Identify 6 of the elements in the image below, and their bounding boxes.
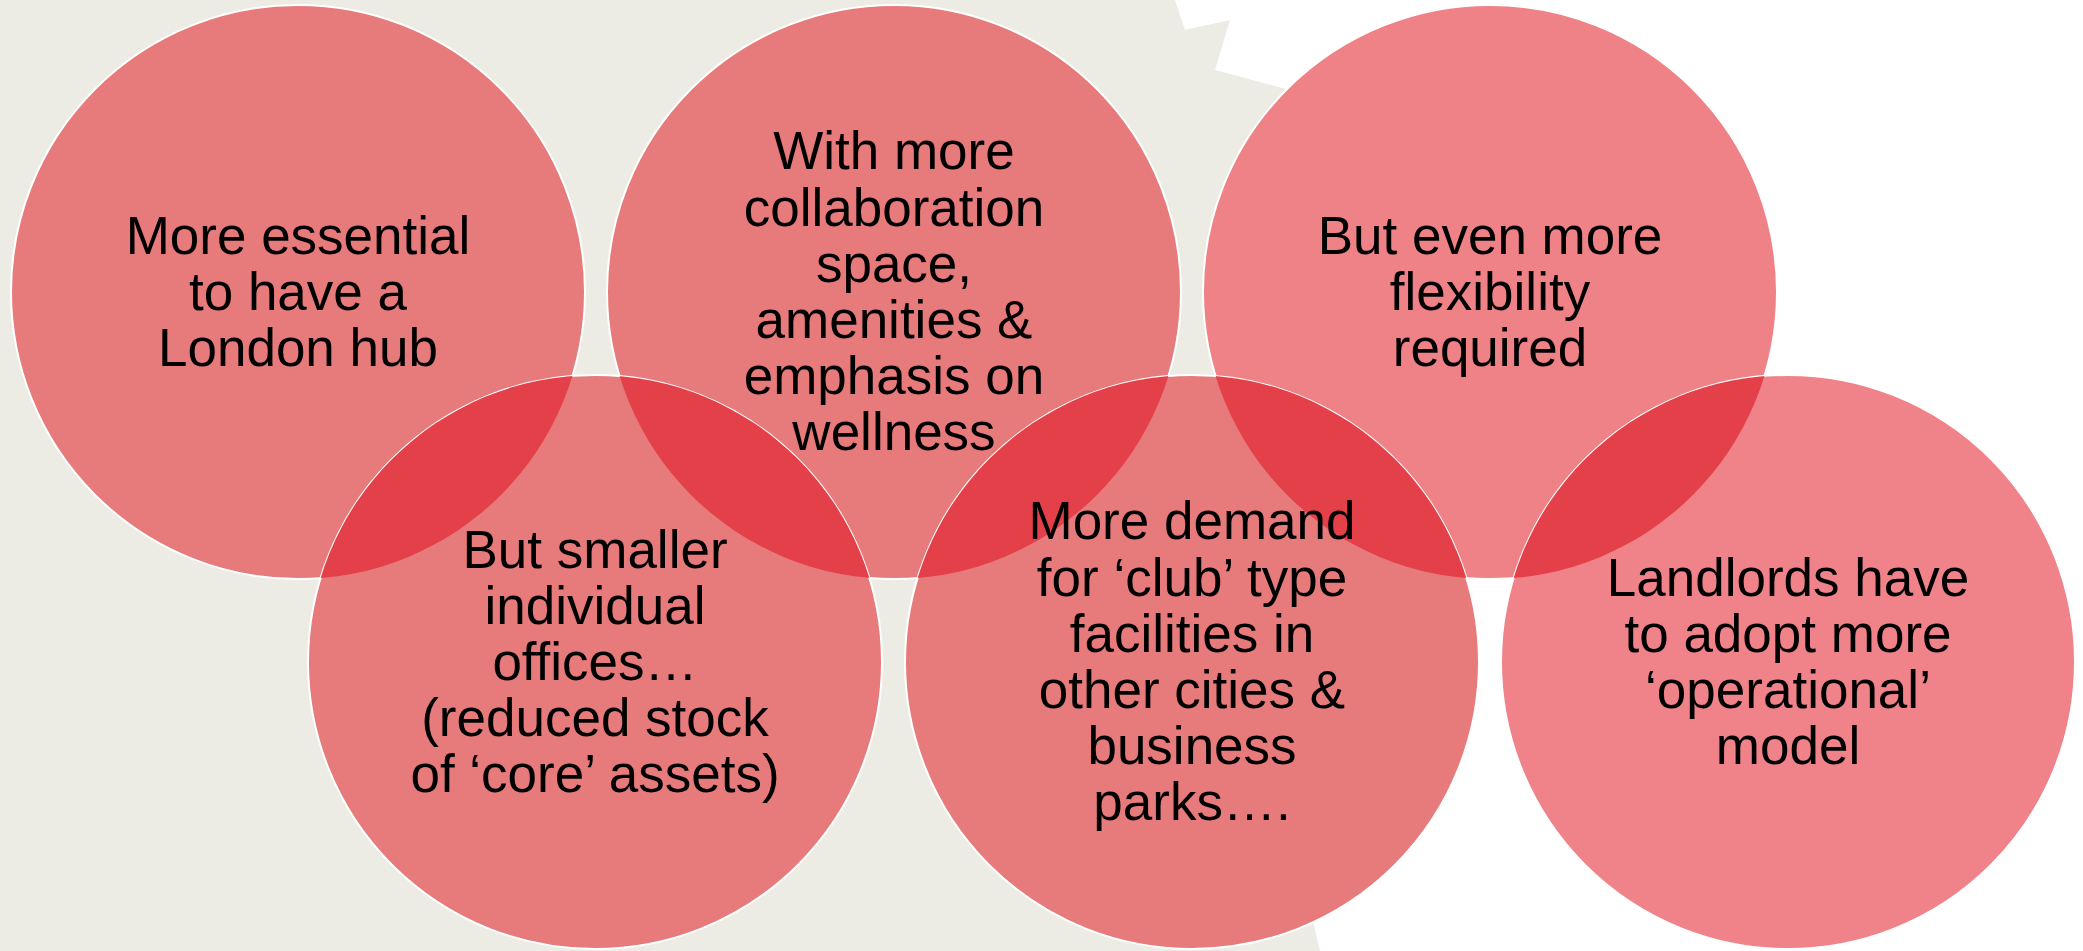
circle-text: But smaller individual offices… (reduced stock of ‘core’ assets)	[409, 521, 781, 803]
circle-text: But even more flexibility required	[1316, 207, 1664, 377]
circle-text: With more collaboration space, amenities & emphasis on wellness	[742, 123, 1046, 461]
circle-text: More demand for ‘club’ type facilities in other cities & business parks….	[1027, 493, 1357, 831]
circle-text: More essential to have a London hub	[124, 207, 472, 377]
circle-text: Landlords have to adopt more ‘operational’ model	[1605, 549, 1971, 775]
